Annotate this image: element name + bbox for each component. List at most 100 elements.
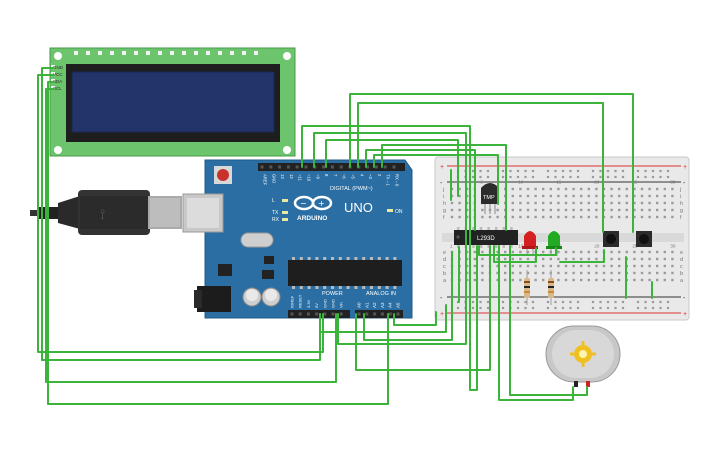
row-letter-h-right: h	[680, 201, 683, 207]
lcd-pin-sda: SDA	[53, 79, 62, 84]
digital-pin-0: AREF	[263, 174, 268, 186]
rail-plus-top: +	[440, 164, 444, 171]
digital-pin-10: ~5	[351, 174, 356, 179]
digital-pin-12: ~3	[368, 174, 373, 179]
row-letter-b: b	[443, 271, 446, 277]
column-number-20-bottom: 20	[594, 244, 600, 249]
column-number-10-bottom: 10	[518, 244, 524, 249]
usb-cable[interactable]: ⟟	[30, 190, 182, 235]
row-letter-a-right: a	[680, 278, 684, 284]
lcd-screen	[71, 71, 275, 133]
analog-header-label: ANALOG IN	[366, 291, 396, 297]
analog-pin-a5: A5	[396, 302, 401, 308]
row-letter-e: e	[443, 250, 446, 256]
rail-plus-top-right: +	[683, 164, 687, 171]
row-letter-i-right: i	[680, 194, 681, 200]
row-letter-d: d	[443, 257, 446, 263]
lcd-pin-gnd: GND	[53, 65, 64, 70]
digital-pin-11: 4	[359, 174, 364, 177]
temperature-sensor[interactable]: TMP	[481, 183, 499, 214]
row-letter-e-right: e	[680, 250, 683, 256]
row-letter-f: f	[443, 215, 445, 221]
digital-pin-2: 13	[280, 174, 285, 179]
pushbutton-1[interactable]	[603, 231, 619, 247]
row-letter-b-right: b	[680, 271, 683, 277]
row-letter-g: g	[443, 208, 446, 214]
arduino-brand: ARDUINO	[297, 215, 327, 222]
digital-pin-14: TX→1	[386, 174, 391, 187]
column-number-25: 25	[632, 180, 638, 185]
analog-pin-a0: A0	[357, 302, 362, 308]
column-number-25-bottom: 25	[632, 244, 638, 249]
digital-header-label: DIGITAL (PWM~)	[330, 186, 373, 192]
led-tx-label: TX	[272, 210, 279, 216]
analog-pin-a4: A4	[388, 302, 393, 308]
digital-pin-1: GND	[271, 174, 276, 183]
column-number-5: 5	[480, 180, 483, 185]
row-letter-j-right: j	[679, 187, 681, 193]
digital-pin-5: ~10	[307, 174, 312, 182]
power-pin-5: GND	[331, 299, 336, 308]
lcd-header-pins	[74, 51, 258, 55]
dc-motor[interactable]	[545, 325, 621, 387]
digital-pin-8: 7	[333, 174, 338, 177]
digital-pin-6: ~9	[315, 174, 320, 179]
power-pin-3: 5V	[314, 303, 319, 308]
analog-pin-a1: A1	[364, 302, 369, 308]
power-pin-4: GND	[322, 299, 327, 308]
row-letter-h: h	[443, 201, 446, 207]
digital-pin-13: 2	[377, 174, 382, 177]
rail-minus-bottom-right: -	[683, 295, 686, 302]
power-pin-0: IOREF	[290, 295, 295, 308]
usb-icon: ⟟	[100, 207, 105, 223]
digital-pin-9: ~6	[342, 174, 347, 179]
row-letter-c: c	[443, 264, 446, 270]
atmega-chip	[288, 260, 402, 286]
lcd-pin-scl: SCL	[53, 86, 62, 91]
row-letter-c-right: c	[680, 264, 683, 270]
svg-text:+: +	[318, 199, 325, 208]
arduino-model: UNO	[344, 200, 373, 215]
resistor-1[interactable]	[524, 270, 530, 305]
rail-minus-bottom: -	[440, 295, 443, 302]
rail-minus-top-right: -	[683, 180, 686, 187]
analog-pin-a3: A3	[380, 302, 385, 308]
column-number-30: 30	[670, 180, 676, 185]
column-number-1-bottom: 1	[450, 244, 453, 249]
jumper-wires[interactable]	[37, 67, 653, 405]
svg-text:−: −	[300, 199, 307, 208]
power-pin-2: 3.3V	[306, 299, 311, 308]
row-letter-i: i	[443, 194, 444, 200]
row-letter-g-right: g	[680, 208, 683, 214]
power-pin-6: Vin	[339, 302, 344, 308]
arduino-logo-icon: − +	[293, 195, 333, 211]
row-letter-f-right: f	[680, 215, 682, 221]
pushbutton-2[interactable]	[636, 231, 652, 247]
rail-plus-bottom-right: +	[683, 311, 687, 318]
digital-pin-15: RX←0	[395, 174, 400, 187]
resistor-2[interactable]	[548, 270, 554, 305]
sensor-label: TMP	[483, 195, 495, 201]
on-label: ON	[395, 209, 403, 215]
motor-shaft-icon	[570, 341, 596, 367]
power-pin-1: RESET	[298, 294, 303, 308]
chip-label: L293D	[477, 236, 495, 242]
digital-pin-3: 12	[289, 174, 294, 179]
l293d-motor-driver[interactable]: L293D	[454, 227, 518, 248]
power-header-label: POWER	[322, 291, 343, 297]
led-rx-label: RX	[272, 217, 280, 223]
column-number-15: 15	[556, 180, 562, 185]
row-letter-a: a	[443, 278, 447, 284]
digital-pin-7: 8	[324, 174, 329, 177]
reset-button[interactable]	[217, 169, 229, 181]
analog-pin-a2: A2	[372, 302, 377, 308]
rail-plus-bottom: +	[440, 311, 444, 318]
column-number-20: 20	[594, 180, 600, 185]
lcd-pin-vcc: VCC	[53, 72, 63, 77]
lcd-module[interactable]	[49, 47, 296, 157]
